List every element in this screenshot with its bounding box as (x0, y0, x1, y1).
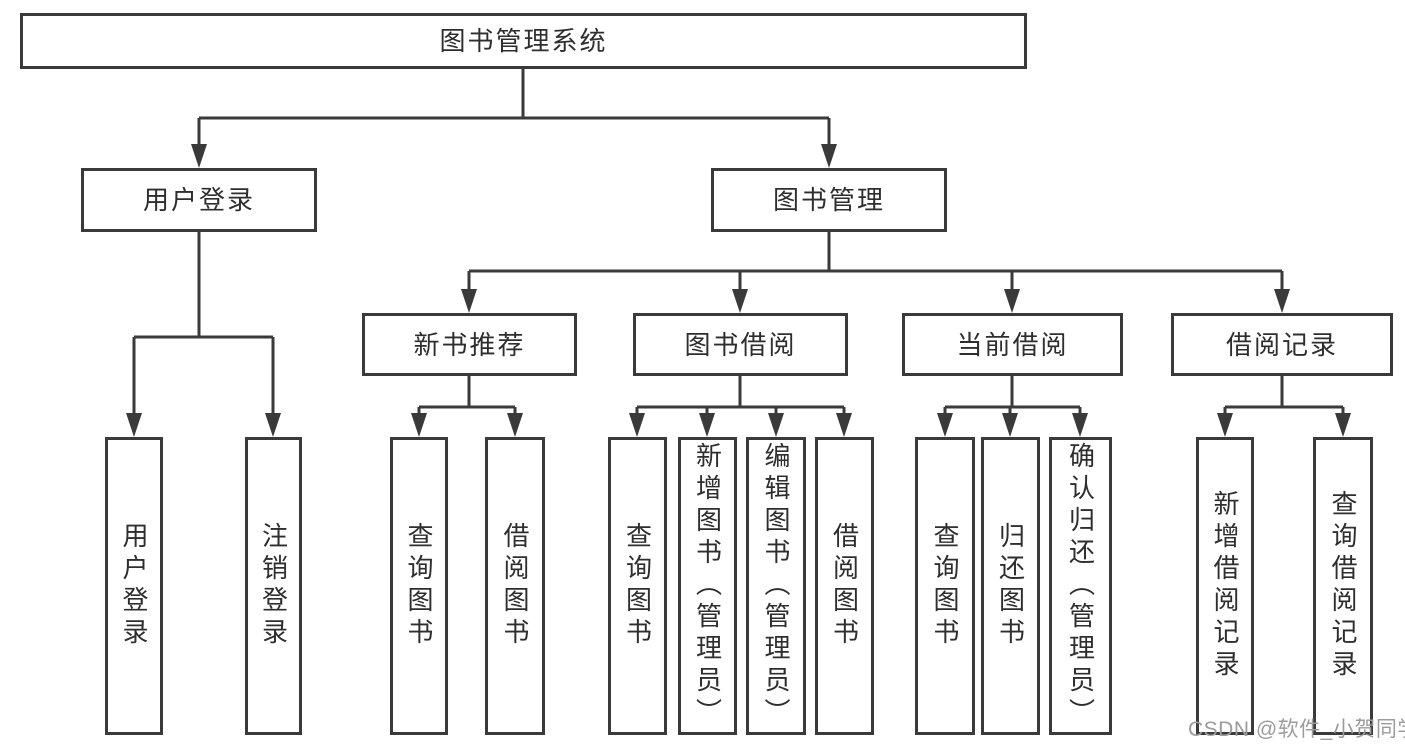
node-new-book-recommendation-label: 新书推荐 (413, 329, 526, 360)
node-current-borrowing-label: 当前借阅 (956, 329, 1069, 360)
leaf-edit-books-admin-label: 编辑图书（管理员） (761, 442, 791, 730)
leaf-borrow-books-1-label: 借阅图书 (500, 522, 530, 650)
node-book-management-label: 图书管理 (772, 185, 885, 215)
node-borrowing-records: 借阅记录 (1171, 313, 1393, 376)
leaf-borrow-books-2: 借阅图书 (815, 437, 874, 735)
csdn-watermark: CSDN @软件_小贺同学 (1188, 718, 1405, 741)
leaf-confirm-return-admin-label: 确认归还（管理员） (1065, 442, 1096, 730)
leaf-return-books: 归还图书 (981, 437, 1040, 735)
node-book-borrowing-label: 图书借阅 (684, 329, 797, 360)
leaf-query-books-1-label: 查询图书 (404, 522, 434, 650)
leaf-add-books-admin: 新增图书（管理员） (678, 437, 737, 735)
node-book-management: 图书管理 (711, 168, 947, 232)
leaf-borrow-books-2-label: 借阅图书 (829, 522, 860, 650)
leaf-logout-label: 注销登录 (258, 522, 289, 650)
leaf-query-books-2: 查询图书 (608, 437, 667, 735)
node-root-system: 图书管理系统 (20, 13, 1027, 69)
leaf-logout: 注销登录 (245, 437, 302, 735)
leaf-return-books-label: 归还图书 (995, 522, 1026, 650)
leaf-query-books-2-label: 查询图书 (622, 522, 653, 650)
node-book-borrowing: 图书借阅 (633, 313, 848, 376)
node-user-login: 用户登录 (81, 168, 317, 232)
leaf-query-books-3-label: 查询图书 (930, 522, 960, 650)
leaf-query-borrow-record-label: 查询借阅记录 (1328, 490, 1358, 682)
leaf-query-books-1: 查询图书 (390, 437, 448, 735)
leaf-user-login-label: 用户登录 (119, 522, 149, 650)
node-new-book-recommendation: 新书推荐 (362, 313, 577, 376)
node-current-borrowing: 当前借阅 (902, 313, 1123, 376)
leaf-query-books-3: 查询图书 (915, 437, 975, 735)
node-user-login-label: 用户登录 (142, 185, 255, 215)
leaf-add-books-admin-label: 新增图书（管理员） (692, 442, 723, 730)
leaf-borrow-books-1: 借阅图书 (485, 437, 545, 735)
leaf-confirm-return-admin: 确认归还（管理员） (1049, 437, 1112, 735)
leaf-query-borrow-record: 查询借阅记录 (1313, 437, 1373, 735)
node-borrowing-records-label: 借阅记录 (1225, 329, 1338, 360)
leaf-add-borrow-record: 新增借阅记录 (1196, 437, 1254, 735)
leaf-edit-books-admin: 编辑图书（管理员） (746, 437, 806, 735)
node-root-label: 图书管理系统 (439, 26, 608, 56)
leaf-add-borrow-record-label: 新增借阅记录 (1210, 490, 1240, 682)
leaf-user-login: 用户登录 (105, 437, 163, 735)
